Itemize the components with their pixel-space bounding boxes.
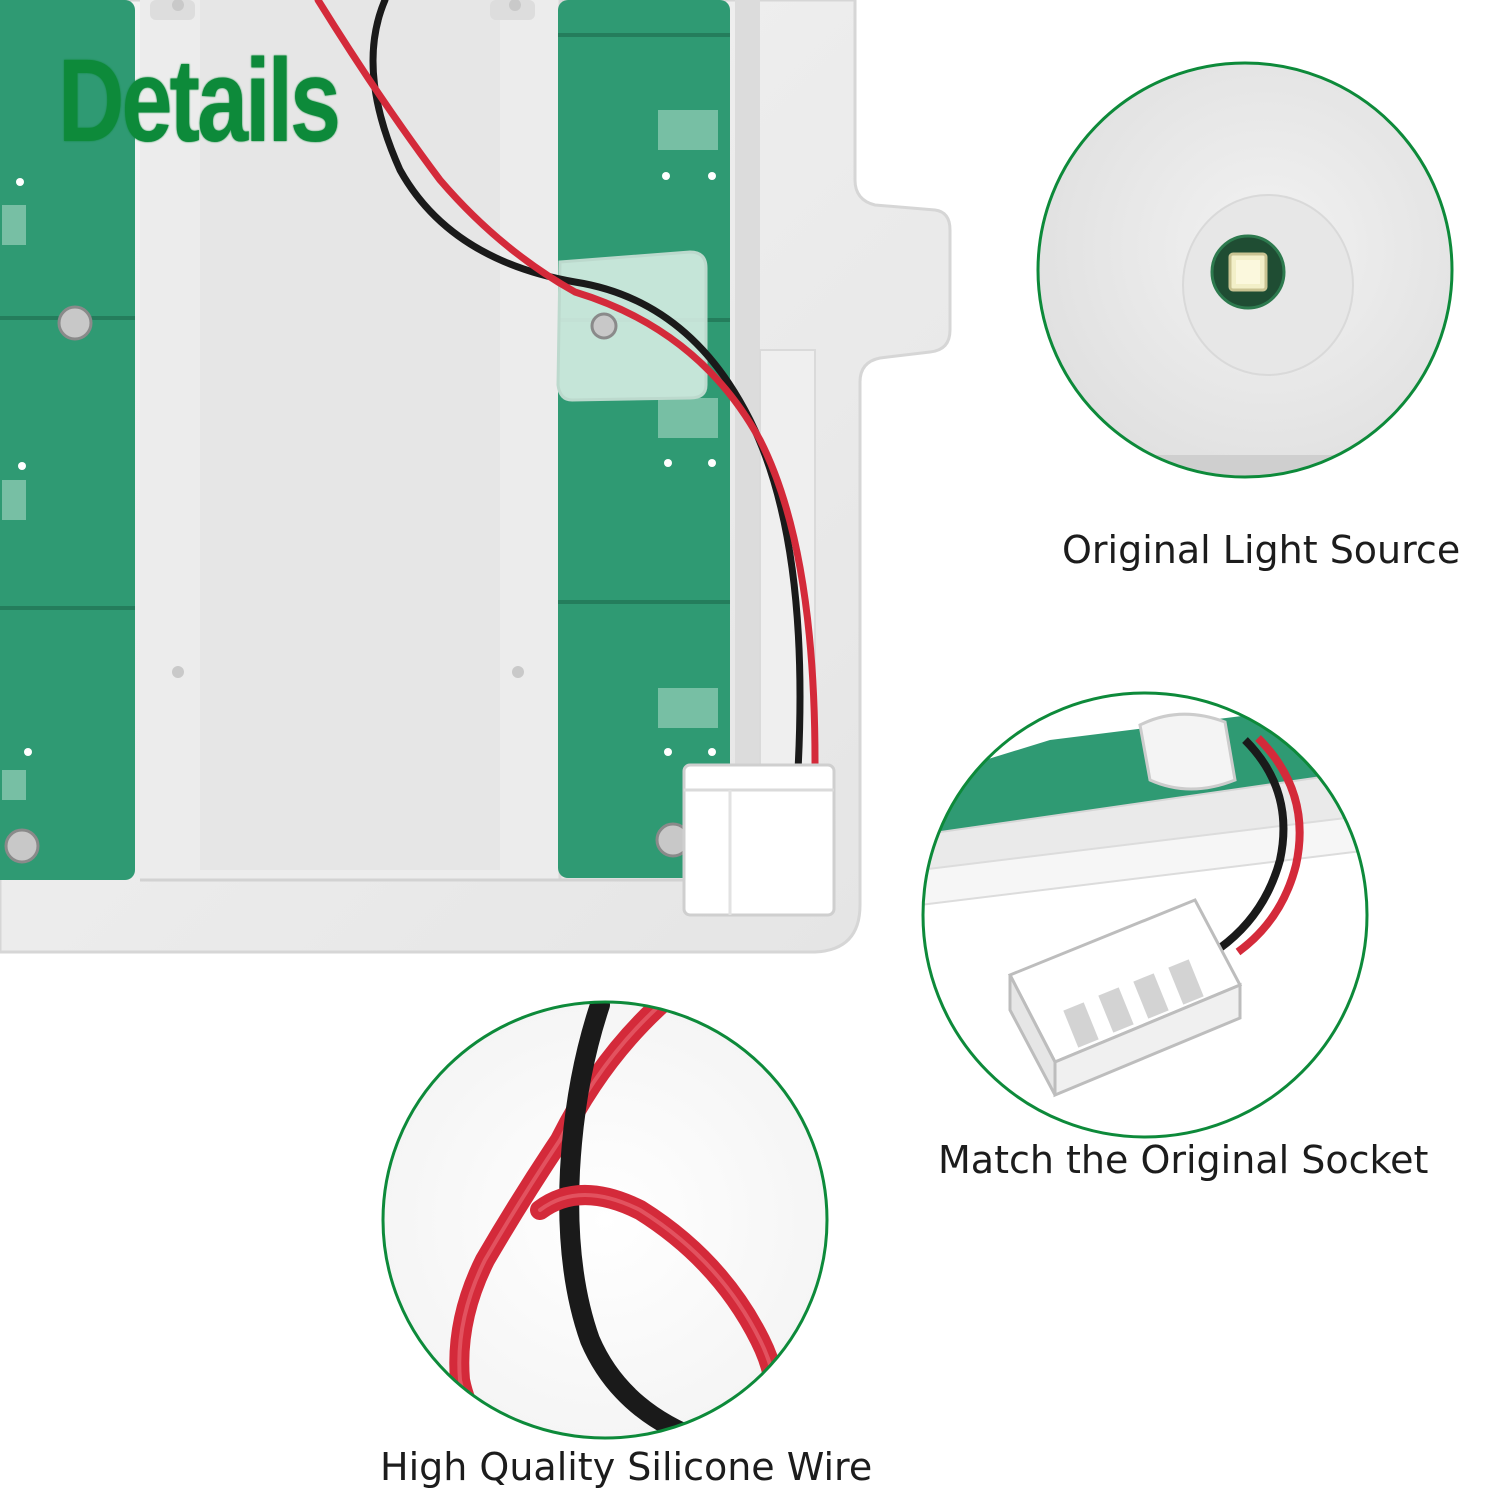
panel-wires	[314, 0, 819, 774]
left-pcb-strip	[0, 0, 135, 880]
light-source-caption: Original Light Source	[1062, 528, 1461, 572]
light-source-detail	[1036, 61, 1454, 479]
wire-detail	[381, 1000, 829, 1440]
socket-detail	[921, 691, 1369, 1139]
connector-socket-icon	[1007, 898, 1243, 1098]
socket-clip	[1138, 712, 1237, 791]
page-title: Details	[58, 35, 341, 167]
panel-connector	[682, 763, 836, 917]
led-chip-icon	[1210, 234, 1286, 310]
right-pcb-strip	[558, 0, 730, 878]
wire-caption: High Quality Silicone Wire	[380, 1445, 873, 1489]
socket-caption: Match the Original Socket	[938, 1138, 1429, 1182]
wire-clip	[556, 250, 708, 402]
